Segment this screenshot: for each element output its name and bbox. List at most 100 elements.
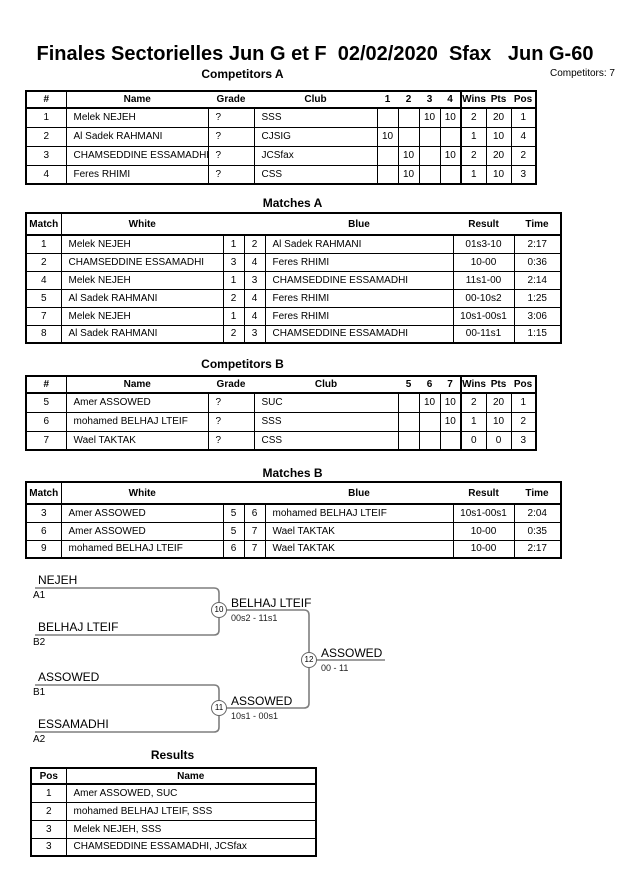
cell: 1 — [222, 234, 245, 254]
table-row: 5 Amer ASSOWED ? SUC 10 10 2 20 1 — [25, 392, 537, 413]
cell — [439, 164, 462, 185]
bracket-entry-name: ESSAMADHI — [38, 717, 109, 731]
bracket-match-score: 00 - 11 — [321, 663, 349, 673]
cell: 4 — [510, 126, 537, 147]
cell: 7 — [25, 306, 62, 326]
cell: Wael TAKTAK — [264, 521, 454, 541]
cell: 2:04 — [513, 503, 562, 523]
table-row: 7 Wael TAKTAK ? CSS 0 0 3 — [25, 430, 537, 451]
cell: 10 — [376, 126, 399, 147]
cell — [397, 107, 420, 128]
cell: CHAMSEDDINE ESSAMADHI, JCSfax — [65, 837, 317, 857]
header-cell: Wins — [460, 91, 486, 109]
header-cell: Grade — [208, 91, 254, 109]
cell: Al Sadek RAHMANI — [264, 234, 454, 254]
cell: 1 — [25, 107, 67, 128]
cell: ? — [207, 126, 255, 147]
cell: Melek NEJEH — [60, 270, 224, 290]
cell: 6 — [25, 521, 62, 541]
header-cell: Club — [254, 376, 398, 394]
cell: 2 — [510, 145, 537, 166]
bracket-winner-name: BELHAJ LTEIF — [231, 596, 312, 610]
cell: 1 — [460, 126, 487, 147]
knockout-bracket-diagram: NEJEH A1 BELHAJ LTEIF B2 ASSOWED B1 ESSA… — [0, 560, 630, 760]
cell: 10 — [439, 107, 462, 128]
cell: 01s3-10 — [452, 234, 515, 254]
cell: 7 — [25, 430, 67, 451]
header-cell: 6 — [419, 376, 440, 394]
table-row: 3 CHAMSEDDINE ESSAMADHI ? JCSfax 10 10 2… — [25, 145, 537, 166]
cell: ? — [207, 145, 255, 166]
header-cell — [223, 482, 244, 505]
section-title-results: Results — [150, 748, 195, 762]
cell: Amer ASSOWED — [60, 503, 224, 523]
cell: 2 — [460, 107, 487, 128]
cell: 3 — [25, 145, 67, 166]
cell: 4 — [243, 288, 266, 308]
cell: 10s1-00s1 — [452, 503, 515, 523]
header-cell — [223, 213, 244, 236]
cell: 2:17 — [513, 539, 562, 559]
cell — [439, 126, 462, 147]
cell: 3 — [510, 430, 537, 451]
table-row: 3 CHAMSEDDINE ESSAMADHI, JCSfax — [30, 837, 317, 857]
header-cell — [244, 482, 265, 505]
cell: 10 — [418, 107, 441, 128]
bracket-entry-seed: B1 — [33, 687, 46, 698]
header-cell: Blue — [265, 213, 453, 236]
header-cell: Pos — [511, 376, 536, 394]
header-cell: Pts — [486, 91, 511, 109]
header-cell: Time — [514, 482, 561, 505]
header-cell: 1 — [377, 91, 398, 109]
cell — [397, 392, 420, 413]
cell: 5 — [222, 521, 245, 541]
cell: JCSfax — [253, 145, 378, 166]
header-cell: 2 — [398, 91, 419, 109]
table-row: 8 Al Sadek RAHMANI 2 3 CHAMSEDDINE ESSAM… — [25, 324, 562, 344]
cell: 2 — [25, 126, 67, 147]
header-cell: Blue — [265, 482, 453, 505]
cell: 3 — [222, 252, 245, 272]
cell — [376, 145, 399, 166]
cell: 20 — [485, 392, 512, 413]
bracket-entry-seed: A1 — [33, 590, 46, 601]
cell: 7 — [243, 521, 266, 541]
cell: 0:35 — [513, 521, 562, 541]
cell: Wael TAKTAK — [264, 539, 454, 559]
cell: SSS — [253, 411, 399, 432]
table-row: 6 mohamed BELHAJ LTEIF ? SSS 10 1 10 2 — [25, 411, 537, 432]
cell: 00-10s2 — [452, 288, 515, 308]
cell: Amer ASSOWED — [65, 392, 209, 413]
cell: 10 — [439, 411, 462, 432]
header-cell: Pos — [31, 768, 67, 785]
competitors-count: Competitors: 7 — [549, 68, 615, 79]
cell: 9 — [25, 539, 62, 559]
header-cell: Name — [66, 768, 316, 785]
header-cell: 3 — [419, 91, 440, 109]
bracket-entry-name: BELHAJ LTEIF — [38, 620, 119, 634]
header-cell: Pos — [511, 91, 536, 109]
cell: 1 — [460, 164, 487, 185]
bracket-entry-name: NEJEH — [38, 573, 78, 587]
cell: 20 — [485, 145, 512, 166]
cell: Melek NEJEH — [60, 306, 224, 326]
cell: SSS — [253, 107, 378, 128]
cell: 10-00 — [452, 252, 515, 272]
header-cell: Name — [66, 376, 208, 394]
cell: 20 — [485, 107, 512, 128]
cell: CHAMSEDDINE ESSAMADHI — [264, 270, 454, 290]
table-row: 3 Amer ASSOWED 5 6 mohamed BELHAJ LTEIF … — [25, 503, 562, 523]
section-title-matches-a: Matches A — [262, 196, 323, 210]
cell: Melek NEJEH — [60, 234, 224, 254]
cell: mohamed BELHAJ LTEIF, SSS — [65, 801, 317, 821]
cell: ? — [207, 411, 255, 432]
table-header-row: # Name Grade Club 5 6 7 Wins Pts Pos — [26, 376, 536, 394]
table-row: 7 Melek NEJEH 1 4 Feres RHIMI 10s1-00s1 … — [25, 306, 562, 326]
header-cell: Wins — [460, 376, 486, 394]
cell: 0 — [485, 430, 512, 451]
cell: 8 — [25, 324, 62, 344]
header-cell: Match — [26, 482, 62, 505]
table-row: 3 Melek NEJEH, SSS — [30, 819, 317, 839]
cell: Feres RHIMI — [65, 164, 209, 185]
cell: 10 — [439, 392, 462, 413]
